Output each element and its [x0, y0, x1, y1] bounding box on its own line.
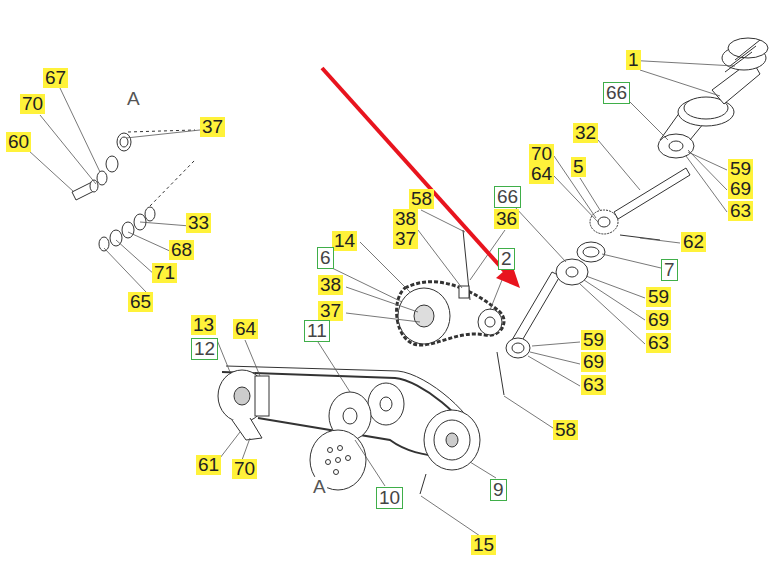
- callout-number: 15: [471, 535, 496, 555]
- callout-number: 64: [233, 319, 258, 339]
- callout-number: 9: [490, 479, 507, 501]
- callout-number: 5: [571, 157, 586, 177]
- callout-number: 58: [409, 189, 434, 209]
- callout-number: 6: [317, 247, 334, 269]
- callout-number: 37: [318, 301, 343, 321]
- callout-number: 66: [494, 186, 521, 208]
- callout-number: 38: [318, 275, 343, 295]
- callout-number: 36: [494, 209, 519, 229]
- callout-number: 10: [376, 487, 403, 509]
- callout-number: 37: [393, 229, 418, 249]
- callout-number: 62: [681, 232, 706, 252]
- callout-number: 61: [196, 455, 221, 475]
- callout-number: 12: [191, 338, 218, 360]
- callout-number: 38: [393, 209, 418, 229]
- callout-number: 59: [646, 287, 671, 307]
- pto-pulley: [658, 38, 768, 158]
- callout-number: 64: [529, 164, 554, 184]
- callout-number: 65: [128, 292, 153, 312]
- callout-number: 1: [626, 50, 641, 70]
- callout-number: 70: [20, 94, 45, 114]
- callout-number: 63: [728, 201, 753, 221]
- callout-number: 68: [169, 240, 194, 260]
- callout-number: 58: [553, 420, 578, 440]
- callout-number: 63: [646, 333, 671, 353]
- callout-number: 69: [581, 352, 606, 372]
- callout-number: 37: [200, 117, 225, 137]
- callout-number: 59: [581, 330, 606, 350]
- callout-number: 70: [529, 144, 554, 164]
- leader-lines: [28, 60, 735, 536]
- shaft-assembly: [497, 168, 690, 395]
- callout-number: 66: [603, 82, 630, 104]
- callout-number: 63: [581, 375, 606, 395]
- callout-number: 14: [332, 231, 357, 251]
- callout-number: 13: [191, 315, 216, 335]
- callout-number: 60: [6, 132, 31, 152]
- view-letter: A: [312, 477, 327, 497]
- callout-number: 70: [232, 459, 257, 479]
- belt-drive: [218, 366, 480, 494]
- callout-number: 7: [661, 259, 678, 281]
- view-letter: A: [126, 89, 141, 109]
- callout-number: 32: [573, 123, 598, 143]
- callout-number: 71: [152, 263, 177, 283]
- fastener-stack: [72, 130, 195, 251]
- callout-number: 2: [498, 248, 515, 270]
- callout-number: 33: [186, 213, 211, 233]
- callout-number: 67: [43, 68, 68, 88]
- callout-number: 59: [728, 159, 753, 179]
- highlight-arrow: [322, 68, 520, 288]
- callout-number: 69: [728, 179, 753, 199]
- callout-number: 69: [646, 310, 671, 330]
- callout-number: 11: [304, 320, 330, 342]
